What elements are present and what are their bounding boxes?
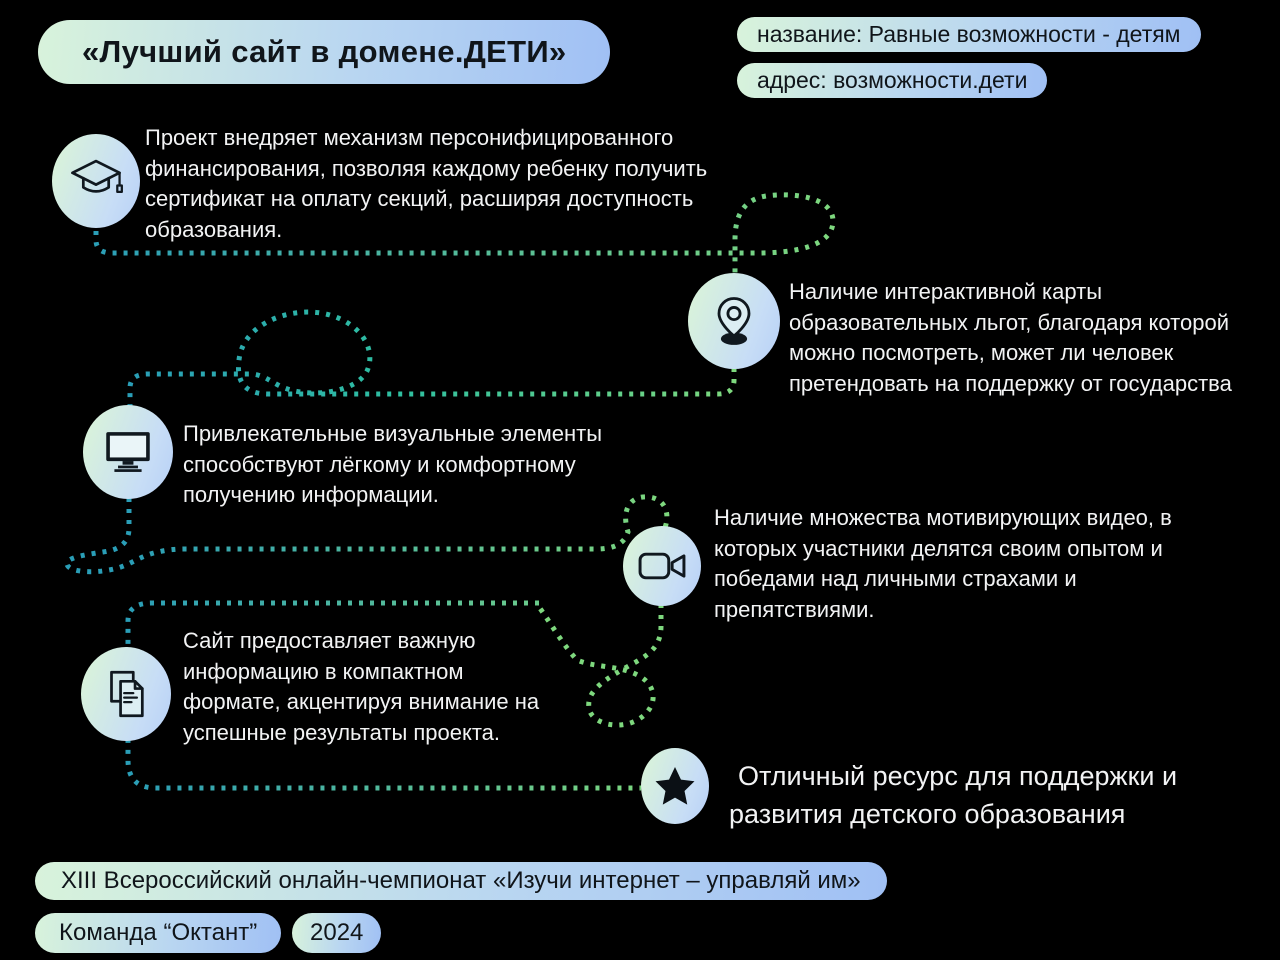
page-title: «Лучший сайт в домене.ДЕТИ» <box>38 20 611 84</box>
site-name-badge: название: Равные возможности - детям <box>737 17 1201 52</box>
feature-text: Сайт предоставляет важную информацию в к… <box>183 628 540 745</box>
feature-icon-circle <box>641 748 709 824</box>
connector-4 <box>536 604 664 728</box>
team-badge: Команда “Октант” <box>35 913 282 953</box>
graduation-cap-icon <box>71 159 123 194</box>
feature-text: Привлекательные визуальные элементы спос… <box>183 421 603 507</box>
championship-badge: XIII Всероссийский онлайн-чемпионат «Изу… <box>35 862 887 900</box>
documents-icon <box>110 670 144 718</box>
feature-icon-circle <box>81 647 171 741</box>
connector-5 <box>125 600 641 791</box>
year-badge: 2024 <box>292 913 382 953</box>
monitor-icon <box>106 432 150 472</box>
feature-text: Отличный ресурс для поддержки и развития… <box>729 761 1178 829</box>
site-address-badge: адрес: возможности.дети <box>737 63 1048 98</box>
feature-icon-circle <box>688 273 780 369</box>
feature-text: Проект внедряет механизм персонифицирова… <box>145 125 708 242</box>
connector-2 <box>127 309 737 413</box>
feature-icon-circle <box>83 405 173 499</box>
feature-icon-circle <box>52 134 140 228</box>
video-camera-icon <box>638 552 686 580</box>
feature-text: Наличие множества мотивирующих видео, в … <box>714 505 1172 622</box>
location-pin-icon <box>717 297 751 345</box>
star-icon <box>655 766 695 805</box>
feature-icon-circle <box>623 526 701 606</box>
feature-text: Наличие интерактивной карты образователь… <box>789 279 1232 396</box>
